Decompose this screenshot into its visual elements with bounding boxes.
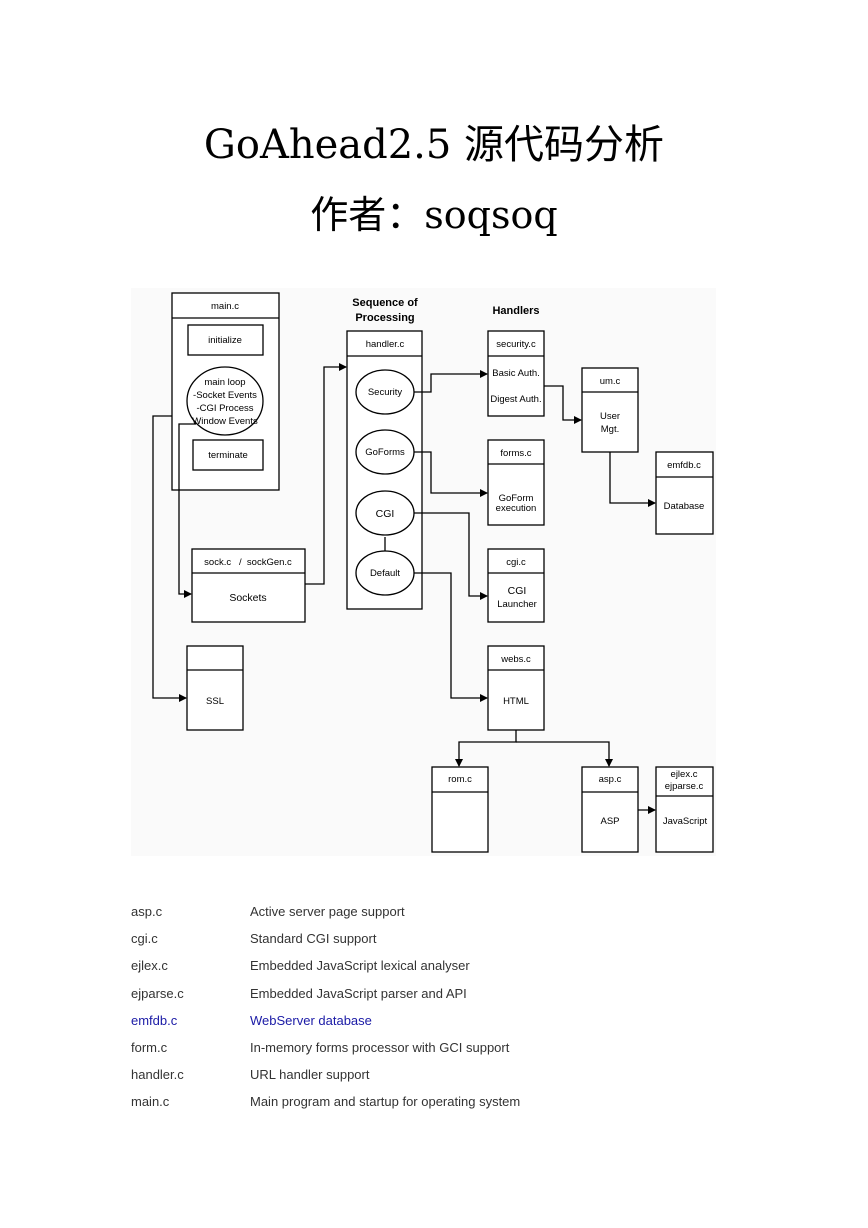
main-loop-line3: -CGI Process <box>196 403 253 414</box>
forms-c-line2: execution <box>496 503 537 514</box>
file-description: URL handler support <box>250 1067 370 1083</box>
cgi-c-line2: Launcher <box>497 599 537 610</box>
um-c-title: um.c <box>600 376 621 387</box>
forms-c-line1: GoForm <box>499 493 534 504</box>
connector-sockets-handler <box>305 363 347 585</box>
connector-goforms <box>414 451 488 497</box>
main-loop-line2: -Socket Events <box>193 390 257 401</box>
forms-c-box <box>487 439 545 526</box>
file-description: In-memory forms processor with GCI suppo… <box>250 1039 510 1055</box>
asp-c-title: asp.c <box>599 774 622 785</box>
ssl-body: SSL <box>206 696 224 707</box>
emfdb-c-title: emfdb.c <box>667 460 701 471</box>
connector-webs-rom <box>455 730 517 767</box>
sock-box <box>191 548 306 623</box>
security-c-line2: Digest Auth. <box>490 394 541 405</box>
page-title: GoAhead2.5 源代码分析 <box>203 122 665 168</box>
connector-default <box>414 572 488 702</box>
emfdb-c-box <box>655 451 714 535</box>
handler-item-goforms: GoForms <box>365 447 405 458</box>
ejlex-c-body: JavaScript <box>663 816 708 827</box>
connector-webs-asp <box>516 741 613 767</box>
file-name: ejlex.c <box>131 958 168 974</box>
main-loop-line1: main loop <box>204 377 245 388</box>
security-c-box <box>487 330 545 417</box>
asp-c-body: ASP <box>600 816 619 827</box>
connector-cgi <box>414 512 488 600</box>
architecture-diagram: Sequence of Processing Handlers main.c i… <box>131 288 716 856</box>
file-description: Embedded JavaScript parser and API <box>250 985 467 1001</box>
cgi-c-title: cgi.c <box>506 557 526 568</box>
initialize-label: initialize <box>208 335 242 346</box>
um-c-line2: Mgt. <box>601 424 619 435</box>
handler-item-security: Security <box>368 387 403 398</box>
terminate-label: terminate <box>208 450 248 461</box>
file-name: cgi.c <box>131 931 158 947</box>
emfdb-c-body: Database <box>664 501 705 512</box>
connector-um-emfdb <box>609 452 656 507</box>
initialize-box <box>187 324 264 356</box>
um-c-line1: User <box>600 411 620 422</box>
file-name: asp.c <box>131 904 163 919</box>
file-name: ejparse.c <box>131 985 184 1001</box>
um-c-box <box>581 367 639 453</box>
main-loop-line4: Window Events <box>192 416 258 427</box>
ejlex-c-title-line1: ejlex.c <box>671 769 698 780</box>
rom-c-title: rom.c <box>448 774 472 785</box>
main-c-title: main.c <box>211 301 239 312</box>
ssl-box <box>186 645 244 731</box>
file-name: handler.c <box>131 1067 184 1083</box>
ejlex-c-title-line2: ejparse.c <box>665 781 704 792</box>
file-description: Standard CGI support <box>250 931 377 947</box>
sock-body: Sockets <box>229 592 266 604</box>
file-description: Embedded JavaScript lexical analyser <box>250 958 470 974</box>
file-description: Main program and startup for operating s… <box>250 1094 521 1110</box>
security-c-line1: Basic Auth. <box>492 368 540 379</box>
connector-security <box>414 370 488 393</box>
handlers-heading: Handlers <box>492 305 539 317</box>
ejlex-c-box <box>655 766 714 853</box>
webs-c-box <box>487 645 545 731</box>
author-line: 作者：soqsoq <box>310 193 558 237</box>
connector-main-sockets <box>178 423 196 598</box>
handler-item-cgi: CGI <box>376 508 395 520</box>
sock-title: sock.c / sockGen.c <box>204 557 292 568</box>
file-name: form.c <box>131 1039 168 1055</box>
handler-item-default: Default <box>370 568 400 579</box>
connector-security-um <box>544 385 582 424</box>
connector-main-ssl <box>152 415 187 702</box>
cgi-c-box <box>487 548 545 623</box>
cgi-c-line1: CGI <box>508 585 527 597</box>
sequence-heading-line1: Sequence of <box>352 297 418 309</box>
security-c-title: security.c <box>496 339 536 350</box>
main-loop-ellipse <box>186 366 264 436</box>
handler-c-title: handler.c <box>366 339 405 350</box>
webs-c-title: webs.c <box>500 654 531 665</box>
terminate-box <box>192 439 264 471</box>
file-description: Active server page support <box>250 904 405 919</box>
forms-c-title: forms.c <box>500 448 531 459</box>
file-description-link[interactable]: WebServer database <box>250 1012 372 1028</box>
rom-c-box <box>431 766 489 853</box>
asp-c-box <box>581 766 639 853</box>
webs-c-body: HTML <box>503 696 529 707</box>
file-name: main.c <box>131 1094 170 1110</box>
file-name-link[interactable]: emfdb.c <box>131 1012 178 1028</box>
sequence-heading-line2: Processing <box>355 312 414 324</box>
